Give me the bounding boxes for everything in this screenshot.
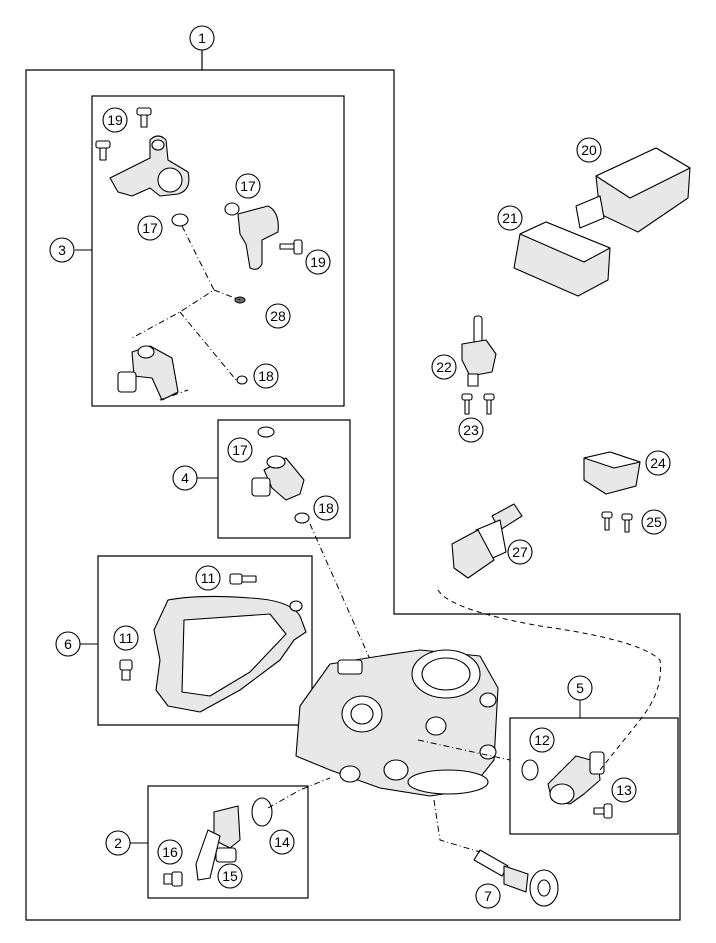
screw-16 — [163, 871, 183, 887]
screw-19-top — [136, 107, 152, 128]
callout-15-label: 15 — [222, 868, 238, 884]
callout-28-label: 28 — [270, 308, 286, 324]
group-2-box — [147, 785, 309, 899]
callout-13-label: 13 — [616, 782, 632, 798]
screw-19-right — [279, 239, 303, 255]
callout-16: 16 — [157, 839, 183, 865]
screw-11-left — [119, 659, 133, 681]
control-unit-20 — [575, 147, 691, 233]
group-3-box — [91, 95, 345, 407]
group-4-box — [217, 419, 351, 539]
callout-5: 5 — [567, 675, 593, 701]
throttle-cover — [119, 573, 307, 713]
callout-11a-label: 11 — [201, 570, 216, 586]
callout-25: 25 — [641, 509, 667, 535]
callout-3-label: 3 — [58, 242, 66, 258]
screws-23 — [461, 393, 495, 415]
callout-7: 7 — [475, 883, 501, 909]
callout-19a: 19 — [102, 107, 128, 133]
callout-17b: 17 — [235, 173, 261, 199]
callout-27: 27 — [507, 539, 533, 565]
callout-17a-label: 17 — [142, 220, 158, 236]
throttle-body — [295, 649, 499, 797]
callout-4-label: 4 — [181, 470, 189, 486]
callout-11a: 11 — [195, 565, 221, 591]
callout-16-label: 16 — [162, 844, 178, 860]
callout-23: 23 — [458, 417, 484, 443]
control-unit-21 — [513, 221, 611, 297]
callout-3: 3 — [49, 237, 75, 263]
callout-11b-label: 11 — [119, 630, 134, 646]
callout-28: 28 — [265, 303, 291, 329]
callout-2-label: 2 — [114, 835, 122, 851]
screw-11-top — [229, 573, 257, 585]
callout-1: 1 — [189, 25, 215, 51]
callout-11b: 11 — [113, 625, 139, 651]
callout-14-label: 14 — [274, 834, 290, 850]
callout-13: 13 — [611, 777, 637, 803]
sensor-22 — [461, 315, 497, 387]
callout-25-label: 25 — [646, 514, 662, 530]
injector-holder-assembly — [95, 107, 303, 401]
callout-19a-label: 19 — [107, 112, 123, 128]
callout-20: 20 — [576, 137, 602, 163]
screws-25 — [601, 511, 633, 533]
sensor-group-2 — [163, 797, 273, 887]
callout-19b-label: 19 — [310, 254, 326, 270]
callout-24-label: 24 — [650, 455, 666, 471]
callout-27-label: 27 — [512, 544, 528, 560]
group-5-box — [509, 717, 679, 835]
callout-22-label: 22 — [436, 359, 452, 375]
callout-14: 14 — [269, 829, 295, 855]
callout-7-label: 7 — [484, 888, 492, 904]
callout-22: 22 — [431, 354, 457, 380]
callout-18a-label: 18 — [258, 368, 274, 384]
callout-20-label: 20 — [581, 142, 597, 158]
callout-6-label: 6 — [64, 636, 72, 652]
callout-19b: 19 — [305, 249, 331, 275]
callout-17a: 17 — [137, 215, 163, 241]
callout-17c-label: 17 — [232, 442, 248, 458]
callout-15: 15 — [217, 863, 243, 889]
callout-1-label: 1 — [198, 30, 206, 46]
callout-18b-label: 18 — [318, 500, 334, 516]
callout-4: 4 — [172, 465, 198, 491]
callout-6: 6 — [55, 631, 81, 657]
sensor-24 — [583, 451, 641, 495]
callout-18a: 18 — [253, 363, 279, 389]
callout-18b: 18 — [313, 495, 339, 521]
callout-24: 24 — [645, 450, 671, 476]
sensor-27 — [451, 503, 523, 579]
callout-17c: 17 — [227, 437, 253, 463]
injector-group-4 — [251, 426, 310, 524]
callout-21: 21 — [497, 205, 523, 231]
callout-12-label: 12 — [534, 732, 550, 748]
idle-valve-7 — [473, 849, 559, 907]
callout-23-label: 23 — [463, 422, 479, 438]
group-1-boundary — [25, 50, 681, 921]
callout-2: 2 — [105, 830, 131, 856]
callout-17b-label: 17 — [240, 178, 256, 194]
callout-21-label: 21 — [502, 210, 518, 226]
injector-group-3 — [117, 345, 179, 401]
screw-13 — [593, 803, 613, 819]
callout-12: 12 — [529, 727, 555, 753]
sensor-group-5 — [521, 751, 613, 819]
callout-5-label: 5 — [576, 680, 584, 696]
screw-19-left — [95, 140, 111, 161]
